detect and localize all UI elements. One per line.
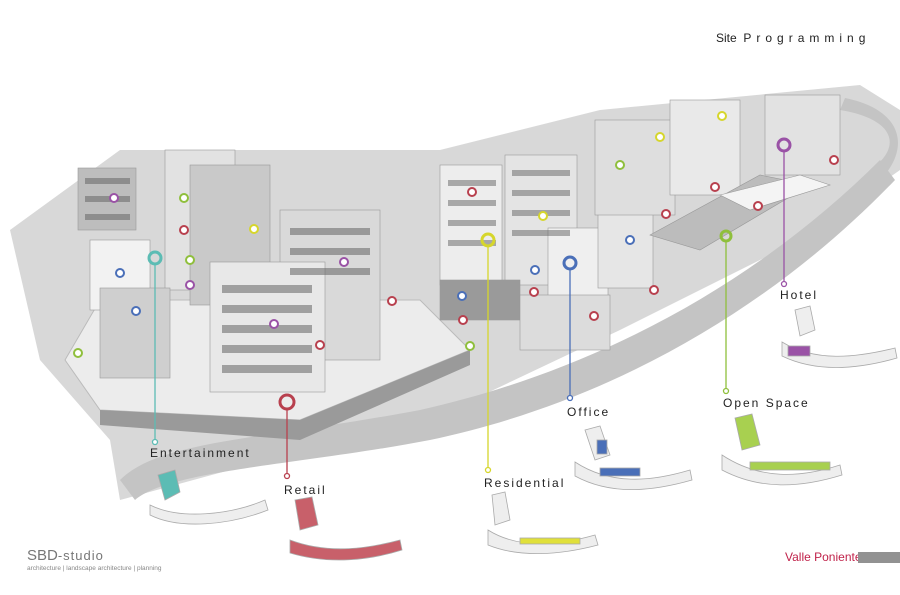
studio-tagline: architecture | landscape architecture | … bbox=[27, 565, 162, 572]
leader-lines bbox=[151, 151, 788, 480]
road bbox=[120, 160, 895, 500]
key-plan-office bbox=[574, 425, 693, 491]
key-plan-hotel bbox=[781, 305, 898, 368]
title-word-site: Site bbox=[716, 31, 737, 45]
title-word-programming: Programming bbox=[743, 31, 871, 45]
small-markers bbox=[73, 111, 839, 358]
label-residential: Residential bbox=[484, 476, 566, 490]
label-retail: Retail bbox=[284, 483, 327, 497]
podium-facade bbox=[100, 350, 470, 440]
label-office: Office bbox=[567, 405, 611, 419]
key-plans bbox=[149, 305, 898, 561]
label-hotel: Hotel bbox=[780, 288, 819, 302]
road-curve bbox=[840, 98, 898, 180]
label-open-space: Open Space bbox=[723, 396, 810, 410]
project-name: Valle Poniente bbox=[785, 550, 862, 564]
key-plan-retail bbox=[289, 496, 403, 561]
page-title: Site Programming bbox=[716, 31, 870, 45]
key-plan-open-space bbox=[721, 413, 843, 486]
studio-logo: SBD-studio bbox=[27, 547, 104, 564]
window-grid bbox=[85, 178, 370, 373]
brand-suffix: -studio bbox=[57, 548, 104, 563]
project-name-bar bbox=[858, 552, 900, 563]
key-plan-residential bbox=[487, 491, 599, 555]
key-plan-entertainment bbox=[149, 469, 269, 525]
label-entertainment: Entertainment bbox=[150, 446, 251, 460]
brand-main: SBD bbox=[27, 547, 58, 564]
